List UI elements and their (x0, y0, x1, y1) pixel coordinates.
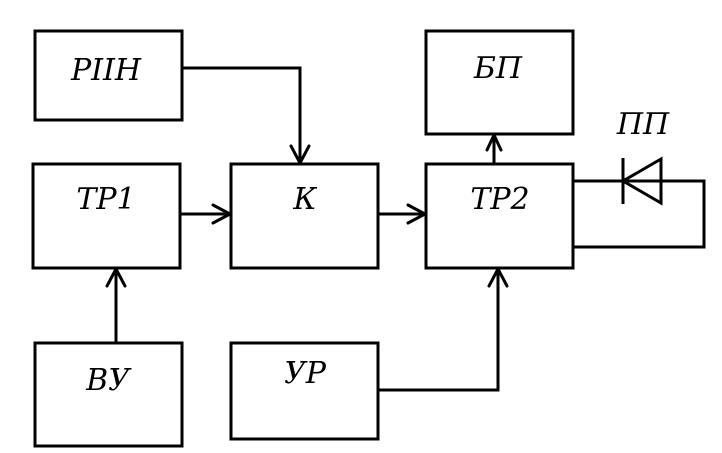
connector-tr2-to-bp (485, 133, 503, 164)
connector-tr1-to-k (180, 203, 232, 225)
connector-tr2-to-bp-arrowhead (485, 133, 503, 152)
connector-vu-to-tr1 (105, 267, 127, 343)
block-tr1-label: ТР1 (76, 182, 135, 217)
block-riin-label: РІІН (70, 53, 142, 88)
block-tr1: ТР1 (31, 162, 182, 270)
block-k-label: К (292, 182, 317, 217)
connector-k-to-tr2-arrowhead (406, 203, 427, 225)
block-riin-frame (33, 29, 184, 122)
block-tr2: ТР2 (424, 162, 575, 270)
block-ur: УР (229, 341, 380, 441)
block-k-frame (229, 162, 380, 270)
block-ur-frame (229, 341, 380, 441)
diode-label: ПП (616, 107, 670, 142)
block-vu-label: ВУ (85, 363, 132, 398)
connector-vu-to-tr1-arrowhead (105, 267, 127, 288)
diode-loop-wire (573, 179, 706, 249)
block-ur-label: УР (284, 356, 327, 391)
block-tr2-label: ТР2 (470, 182, 529, 217)
connector-riin-to-k-arrowhead (289, 144, 311, 165)
connector-k-to-tr2 (378, 203, 427, 225)
connector-ur-to-tr2 (378, 267, 509, 392)
block-vu-frame (33, 341, 184, 448)
block-bp-frame (424, 29, 575, 136)
block-vu: ВУ (33, 341, 184, 448)
diode-symbol-icon (620, 156, 663, 206)
connector-riin-to-k-line (182, 66, 302, 163)
block-tr1-frame (31, 162, 182, 270)
connector-riin-to-k (182, 66, 311, 165)
block-tr2-frame (424, 162, 575, 270)
block-bp: БП (424, 29, 575, 136)
block-k: К (229, 162, 380, 270)
diode-triangle (620, 156, 663, 206)
block-riin: РІІН (33, 29, 184, 122)
block-bp-label: БП (473, 51, 523, 86)
diode-circuit: ПП (573, 107, 706, 249)
connector-ur-to-tr2-arrowhead (487, 267, 509, 288)
connector-ur-to-tr2-line (378, 269, 500, 392)
connector-tr1-to-k-arrowhead (211, 203, 232, 225)
